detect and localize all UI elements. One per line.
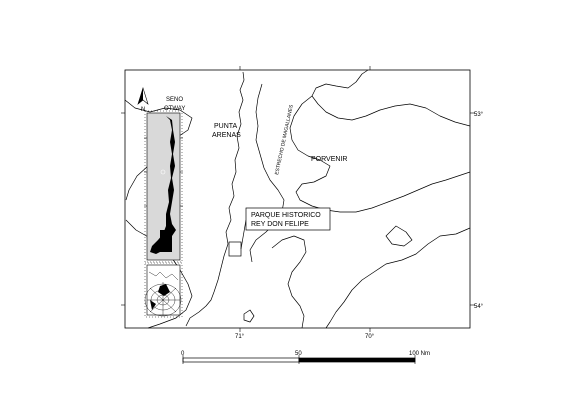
callout-leader bbox=[240, 219, 247, 250]
scale-label-50: 50 bbox=[295, 351, 302, 357]
lon-label-left: 71° bbox=[235, 334, 245, 340]
scale-label-100: 100 Nm bbox=[409, 351, 430, 357]
north-arrow-label: N bbox=[141, 107, 145, 113]
lat-label-bottom: 54° bbox=[474, 304, 484, 310]
coastline-island bbox=[243, 309, 255, 323]
coastline-fuego-north bbox=[311, 69, 471, 127]
north-arrow-icon: N bbox=[137, 86, 149, 113]
coastline-dawson bbox=[271, 235, 307, 329]
coastline-porvenir-bay bbox=[289, 95, 471, 213]
callout-line-2: REY DON FELIPE bbox=[251, 221, 309, 228]
scale-label-0: 0 bbox=[181, 351, 185, 357]
label-punta-arenas-2: ARENAS bbox=[212, 132, 241, 139]
coastline-strait-east bbox=[249, 83, 285, 263]
label-porvenir: PORVENIR bbox=[311, 156, 347, 163]
scale-bar: 0 50 100 Nm bbox=[181, 351, 430, 364]
graticule-ticks bbox=[121, 66, 475, 332]
scale-segment-1 bbox=[182, 357, 300, 363]
coastlines bbox=[124, 69, 471, 329]
map-border bbox=[124, 69, 471, 329]
lon-label-right: 70° bbox=[365, 334, 375, 340]
coastline-south-east bbox=[325, 227, 471, 329]
park-locator-box bbox=[228, 241, 242, 257]
coastline-inlet bbox=[385, 225, 413, 247]
park-callout-box bbox=[245, 207, 331, 231]
inset-chile-map bbox=[144, 110, 183, 263]
label-seno-otway-2: OTWAY bbox=[164, 106, 185, 112]
scale-segment-2 bbox=[298, 357, 416, 363]
inset-globe bbox=[144, 262, 183, 318]
label-seno-otway-1: SENO bbox=[166, 97, 183, 103]
lat-label-top: 53° bbox=[474, 112, 484, 118]
inset-chile-shape bbox=[150, 116, 176, 254]
coastline-mainland bbox=[185, 71, 245, 327]
label-punta-arenas-1: PUNTA bbox=[214, 123, 238, 130]
callout-line-1: PARQUE HISTORICO bbox=[251, 212, 321, 219]
